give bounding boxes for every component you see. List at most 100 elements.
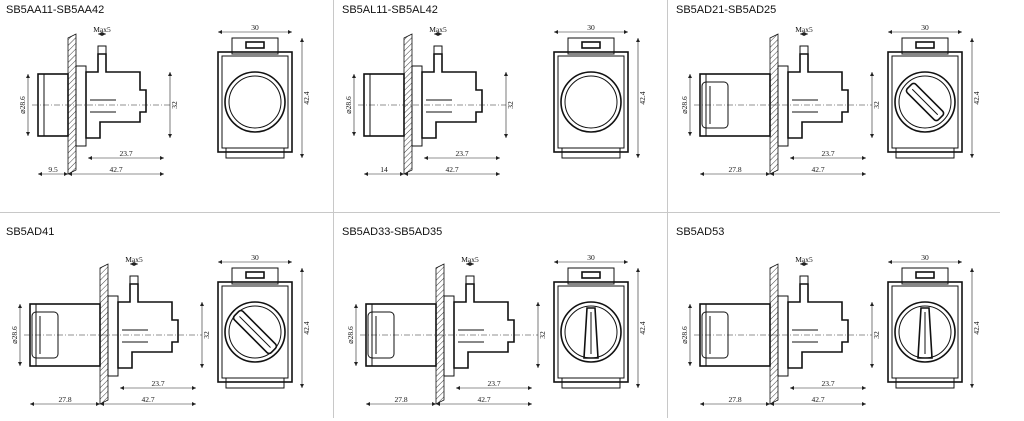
dim-diameter: ⌀28.6	[18, 74, 30, 136]
dim-depth-label: 23.7	[455, 149, 468, 158]
dim-body-height: 32	[870, 302, 881, 368]
bottom-clip	[561, 377, 621, 389]
dim-width-label: 30	[251, 253, 259, 262]
dim-diameter-label: ⌀28.6	[680, 326, 689, 344]
front-view: 30 42.4	[887, 23, 981, 159]
terminal-strip	[231, 37, 279, 55]
dim-depth: 23.7	[120, 379, 196, 390]
panel-title: SB5AD41	[6, 226, 55, 238]
dim-max: Max5	[795, 255, 813, 266]
terminal-screw	[433, 45, 443, 55]
dim-width-label: 30	[587, 253, 595, 262]
dim-height: 42.4	[300, 38, 311, 158]
terminal-strip	[567, 267, 615, 285]
dim-depth-label: 23.7	[821, 149, 834, 158]
dim-max-label: Max5	[429, 25, 447, 34]
dim-height-label: 42.4	[638, 91, 647, 104]
top-marking	[245, 271, 265, 279]
panel-title: SB5AD33-SB5AD35	[342, 226, 443, 238]
contact-block	[787, 283, 849, 369]
panel-title: SB5AA11-SB5AA42	[6, 4, 105, 16]
dim-head-length-label: 27.8	[394, 395, 407, 404]
dim-diameter: ⌀28.6	[346, 304, 358, 366]
mounting-panel	[435, 263, 445, 405]
collar	[777, 65, 789, 147]
dim-total-label: 42.7	[811, 395, 824, 404]
dim-head-length: 27.8	[366, 395, 436, 406]
dim-height: 42.4	[970, 38, 981, 158]
face-inner-ring	[898, 75, 952, 129]
dim-total: 42.7	[770, 395, 866, 406]
dim-body-height: 32	[168, 72, 179, 138]
collar	[107, 295, 119, 377]
panel-title: SB5AD53	[676, 226, 725, 238]
dim-depth-label: 23.7	[119, 149, 132, 158]
dim-diameter-label: ⌀28.6	[344, 96, 353, 114]
bottom-clip	[561, 147, 621, 159]
face-outer-ring	[224, 301, 286, 363]
dim-head-length: 27.8	[30, 395, 100, 406]
terminal-strip	[567, 37, 615, 55]
dim-max: Max5	[93, 25, 111, 36]
dim-diameter: ⌀28.6	[680, 304, 692, 366]
dim-head-length-label: 27.8	[58, 395, 71, 404]
contact-block	[421, 53, 483, 139]
collar	[75, 65, 87, 147]
top-marking	[245, 41, 265, 49]
dim-body-height: 32	[870, 72, 881, 138]
collar	[777, 295, 789, 377]
dim-width: 30	[554, 23, 628, 34]
dim-head-length: 27.8	[700, 165, 770, 176]
front-frame	[217, 281, 293, 383]
dim-head-length-label: 9.5	[48, 165, 58, 174]
face-inner-ring	[228, 75, 282, 129]
dim-height: 42.4	[636, 38, 647, 158]
dim-total-label: 42.7	[109, 165, 122, 174]
dim-body-height-label: 32	[202, 331, 211, 339]
dim-depth: 23.7	[456, 379, 532, 390]
dim-total: 42.7	[436, 395, 532, 406]
panel-drawing: Max5 ⌀28.6 32 23.7 42.7 27.8 30 42.4	[680, 23, 981, 176]
dim-width: 30	[218, 253, 292, 264]
dim-max: Max5	[795, 25, 813, 36]
dim-max-label: Max5	[795, 255, 813, 264]
bottom-clip	[895, 377, 955, 389]
dim-head-length: 9.5	[38, 165, 68, 176]
dim-body-height-label: 32	[538, 331, 547, 339]
dim-body-height: 32	[504, 72, 515, 138]
dim-width: 30	[888, 253, 962, 264]
actuator-head	[37, 73, 69, 137]
dim-head-length-label: 27.8	[728, 395, 741, 404]
front-frame	[553, 51, 629, 153]
dim-width-label: 30	[921, 23, 929, 32]
dim-body-height: 32	[200, 302, 211, 368]
dim-width: 30	[888, 23, 962, 34]
face-outer-ring	[560, 301, 622, 363]
top-marking	[581, 271, 601, 279]
mounting-panel	[67, 33, 77, 175]
collar	[443, 295, 455, 377]
face-inner-ring	[228, 305, 282, 359]
dim-depth: 23.7	[88, 149, 164, 160]
dim-depth-label: 23.7	[151, 379, 164, 388]
front-frame	[887, 51, 963, 153]
dim-body-height-label: 32	[170, 101, 179, 109]
dim-diameter-label: ⌀28.6	[680, 96, 689, 114]
dim-total: 42.7	[404, 165, 500, 176]
divider-horizontal	[0, 212, 1000, 213]
dim-total: 42.7	[68, 165, 164, 176]
dim-total-label: 42.7	[811, 165, 824, 174]
contact-block	[85, 53, 147, 139]
dim-depth: 23.7	[790, 379, 866, 390]
contact-block	[453, 283, 515, 369]
dim-height: 42.4	[636, 268, 647, 388]
